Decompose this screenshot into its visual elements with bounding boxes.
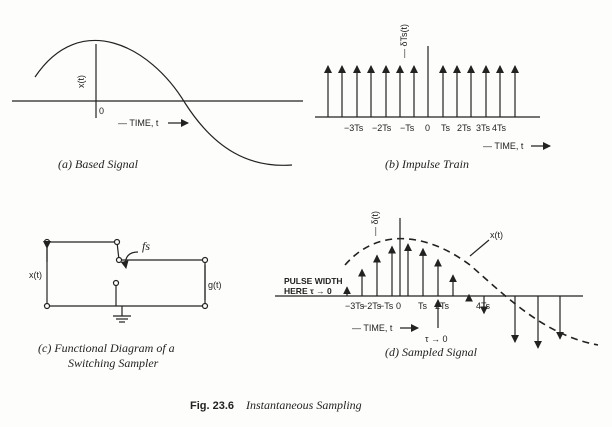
panel-d-caption: (d) Sampled Signal: [385, 345, 478, 359]
panel-a-based-signal: x(t) 0 — TIME, t (a) Based Signal: [12, 39, 303, 171]
panel-c-switch-label: fs: [142, 239, 150, 253]
panel-c-switching-sampler: x(t) g(t) fs (c) Functional Diagram of a…: [29, 238, 222, 370]
panel-c-caption-line2: Switching Sampler: [68, 356, 159, 370]
panel-c-terminal-switch-right: [115, 256, 123, 264]
panel-c-terminal-output-bottom: [201, 302, 209, 310]
panel-b-tick-0: −3Ts: [344, 123, 364, 133]
panel-d-tau-label: τ → 0: [425, 334, 448, 344]
panel-d-tick-4: Ts: [418, 301, 428, 311]
panel-d-pulse-line2: HERE τ → 0: [284, 286, 332, 296]
panel-c-terminal-top-left: [43, 238, 51, 246]
panel-a-origin: 0: [99, 106, 104, 116]
panel-c-terminal-switch-bottom: [112, 279, 120, 287]
panel-c-terminal-switch-top: [113, 238, 121, 246]
panel-d-pulse-line1: PULSE WIDTH: [284, 276, 343, 286]
panel-b-ylabel: — δTs(t): [399, 24, 409, 58]
panel-c-output-label: g(t): [208, 280, 222, 290]
panel-a-sine-curve: [34, 39, 293, 166]
panel-d-envelope-curve: [344, 237, 599, 346]
panel-d-tick-1: −2Ts: [362, 301, 382, 311]
panel-b-tick-3: 0: [425, 123, 430, 133]
panel-b-tick-4: Ts: [441, 123, 451, 133]
figure-number: Fig. 23.6: [190, 400, 234, 412]
panel-a-caption: (a) Based Signal: [58, 157, 139, 171]
panel-b-impulses: [324, 65, 519, 117]
panel-d-ylabel: — δ(t): [370, 211, 380, 236]
panel-c-input-label: x(t): [29, 270, 42, 280]
panel-d-sampled-signal: — δ(t) x(t) PULSE WIDTH HERE τ → 0 −3Ts−…: [275, 211, 599, 359]
panel-b-tick-5: 2Ts: [457, 123, 472, 133]
panel-b-tick-1: −2Ts: [372, 123, 392, 133]
panel-b-tick-6: 3Ts: [476, 123, 491, 133]
panel-c-terminal-output-top: [201, 256, 209, 264]
panel-d-tick-3: 0: [396, 301, 401, 311]
panel-a-time-label: — TIME, t: [118, 118, 159, 128]
panel-b-time-label: — TIME, t: [483, 141, 524, 151]
panel-d-tick-5: 2Ts: [435, 301, 450, 311]
panel-c-switch-arrow: [120, 251, 139, 269]
panel-a-ylabel: x(t): [76, 75, 86, 88]
panel-d-samples: [343, 243, 564, 349]
panel-d-tick-2: −Ts: [379, 301, 394, 311]
panel-d-tick-0: −3Ts: [345, 301, 365, 311]
panel-d-signal-pointer: [469, 239, 490, 257]
figure-title: Instantaneous Sampling: [245, 398, 362, 412]
panel-c-caption-line1: (c) Functional Diagram of a: [38, 341, 175, 355]
panel-b-caption: (b) Impulse Train: [385, 157, 469, 171]
panel-d-signal-label: x(t): [490, 230, 503, 240]
panel-b-tick-2: −Ts: [400, 123, 415, 133]
panel-b-tick-7: 4Ts: [492, 123, 507, 133]
panel-d-time-label: — TIME, t: [352, 323, 393, 333]
panel-d-tick-6: 4Ts: [476, 301, 491, 311]
panel-c-terminal-bottom-left: [43, 302, 51, 310]
